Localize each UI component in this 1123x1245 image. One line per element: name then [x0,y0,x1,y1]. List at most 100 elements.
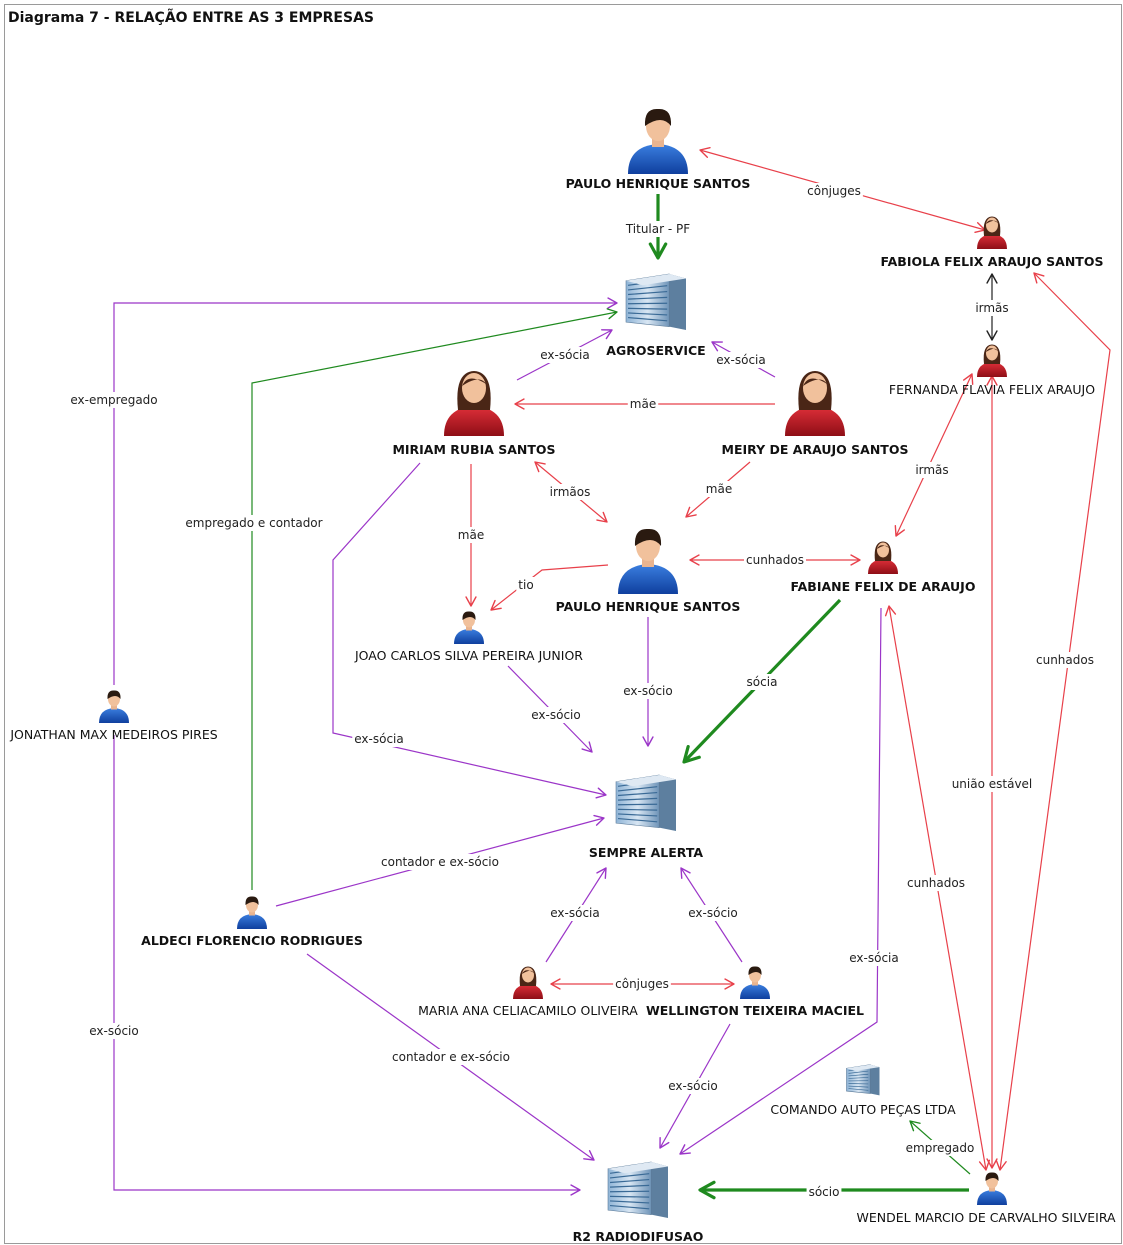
node-joao[interactable]: JOAO CARLOS SILVA PEREIRA JUNIOR [354,611,583,663]
node-wendel[interactable]: WENDEL MARCIO DE CARVALHO SILVEIRA [857,1172,1116,1225]
edge-label: irmãs [973,300,1011,316]
edge-label-text: irmãos [550,485,591,499]
edge-label-text: empregado [906,1141,975,1155]
node-label: FERNANDA FLAVIA FELIX ARAUJO [889,382,1095,397]
node-maria[interactable]: MARIA ANA CELIACAMILO OLIVEIRA [418,966,638,1019]
edge-line [679,607,882,1155]
edge-label-text: mãe [630,397,656,411]
edge-label-text: ex-empregado [70,393,157,407]
edge-label: cônjuges [613,976,671,992]
edge-label-text: cônjuges [807,184,861,198]
node-sempre[interactable]: SEMPRE ALERTA [589,774,703,860]
edge-label-text: tio [518,578,533,592]
node-fabiola[interactable]: FABIOLA FELIX ARAUJO SANTOS [881,216,1104,270]
person-icon [99,690,129,723]
building-icon [615,774,676,831]
edge-label-text: contador e ex-sócio [381,855,499,869]
edge-label-text: sócia [747,675,778,689]
edge-label: ex-sócia [538,347,592,363]
edge-fernanda-wendel [986,375,998,1169]
node-fabiane[interactable]: FABIANE FELIX DE ARAUJO [791,541,976,595]
edge-label-text: união estável [952,777,1033,791]
edge-label: irmãos [547,484,593,500]
edge-label-text: irmãs [975,301,1008,315]
edge-jonathan-r2 [113,735,581,1196]
node-aldeci[interactable]: ALDECI FLORENCIO RODRIGUES [141,896,363,948]
edge-label-text: cunhados [1036,653,1094,667]
edge-line [113,302,617,685]
node-label: R2 RADIODIFUSAO [573,1229,704,1244]
edge-label-text: ex-sócia [716,353,765,367]
node-label: JONATHAN MAX MEDEIROS PIRES [9,727,217,742]
edge-line [113,735,580,1191]
node-wellington[interactable]: WELLINGTON TEIXEIRA MACIEL [646,966,864,1018]
edge-label-text: irmãs [915,463,948,477]
edge-label-text: ex-sócio [668,1079,717,1093]
edge-label-text: ex-sócia [849,951,898,965]
node-label: MARIA ANA CELIACAMILO OLIVEIRA [418,1003,638,1018]
person-icon [868,541,898,574]
edge-fernanda-fabiane [894,373,974,537]
edge-label: Titular - PF [622,221,693,237]
edge-label: cunhados [905,875,967,891]
edge-paulo_mid-sempre [642,617,654,747]
edge-label: sócio [806,1184,842,1200]
edge-label: empregado e contador [183,515,325,531]
node-agroservice[interactable]: AGROSERVICE [606,273,706,358]
edge-label-text: ex-sócia [540,348,589,362]
node-label: MEIRY DE ARAUJO SANTOS [722,442,909,457]
edge-label-text: cunhados [907,876,965,890]
building-icon [625,273,686,330]
edge-fabiane-r2 [679,607,882,1155]
edge-label: ex-sócia [847,950,901,966]
edge-label: ex-sócia [352,731,406,747]
node-meiry[interactable]: MEIRY DE ARAUJO SANTOS [722,371,909,457]
edge-label: ex-sócio [621,683,675,699]
edge-label: cunhados [744,552,806,568]
edge-line [490,564,609,611]
edge-label: mãe [455,527,487,543]
node-miriam[interactable]: MIRIAM RUBIA SANTOS [392,371,556,457]
edge-label-text: ex-sócia [550,906,599,920]
node-comando[interactable]: COMANDO AUTO PEÇAS LTDA [770,1064,956,1117]
edge-line [332,462,607,796]
building-icon [607,1161,668,1218]
edge-label: cunhados [1034,652,1096,668]
node-label: ALDECI FLORENCIO RODRIGUES [141,933,363,948]
node-label: MIRIAM RUBIA SANTOS [392,442,555,457]
edge-label-text: cônjuges [615,977,669,991]
edge-label-text: sócio [809,1185,840,1199]
node-r2[interactable]: R2 RADIODIFUSAO [573,1161,704,1244]
diagram-frame [4,4,1122,1244]
node-fernanda[interactable]: FERNANDA FLAVIA FELIX ARAUJO [889,344,1095,398]
node-label: AGROSERVICE [606,343,705,358]
person-icon [628,108,688,174]
node-paulo_top[interactable]: PAULO HENRIQUE SANTOS [566,108,751,191]
node-label: FABIOLA FELIX ARAUJO SANTOS [881,254,1104,269]
edge-label-text: cunhados [746,553,804,567]
person-icon [618,528,678,594]
edge-label: irmãs [913,462,951,478]
person-icon [237,896,267,929]
edge-label: ex-sócia [548,905,602,921]
edge-label: união estável [949,776,1035,792]
edge-line [999,272,1111,1171]
edge-label: mãe [627,396,659,412]
node-jonathan[interactable]: JONATHAN MAX MEDEIROS PIRES [9,690,218,742]
node-label: COMANDO AUTO PEÇAS LTDA [770,1102,956,1117]
edge-line [895,373,973,537]
edge-label-text: Titular - PF [625,222,690,236]
edge-jonathan-agroservice [113,297,618,685]
edge-label-text: mãe [458,528,484,542]
node-label: SEMPRE ALERTA [589,845,703,860]
node-label: PAULO HENRIQUE SANTOS [556,599,741,614]
edge-line [251,311,618,890]
edge-label-text: empregado e contador [185,516,322,530]
node-paulo_mid[interactable]: PAULO HENRIQUE SANTOS [556,528,741,614]
edge-label: mãe [703,481,735,497]
edge-label: sócia [744,674,780,690]
edge-label: ex-sócio [529,707,583,723]
edge-fabiola-wendel [995,272,1111,1171]
person-icon [977,216,1007,249]
